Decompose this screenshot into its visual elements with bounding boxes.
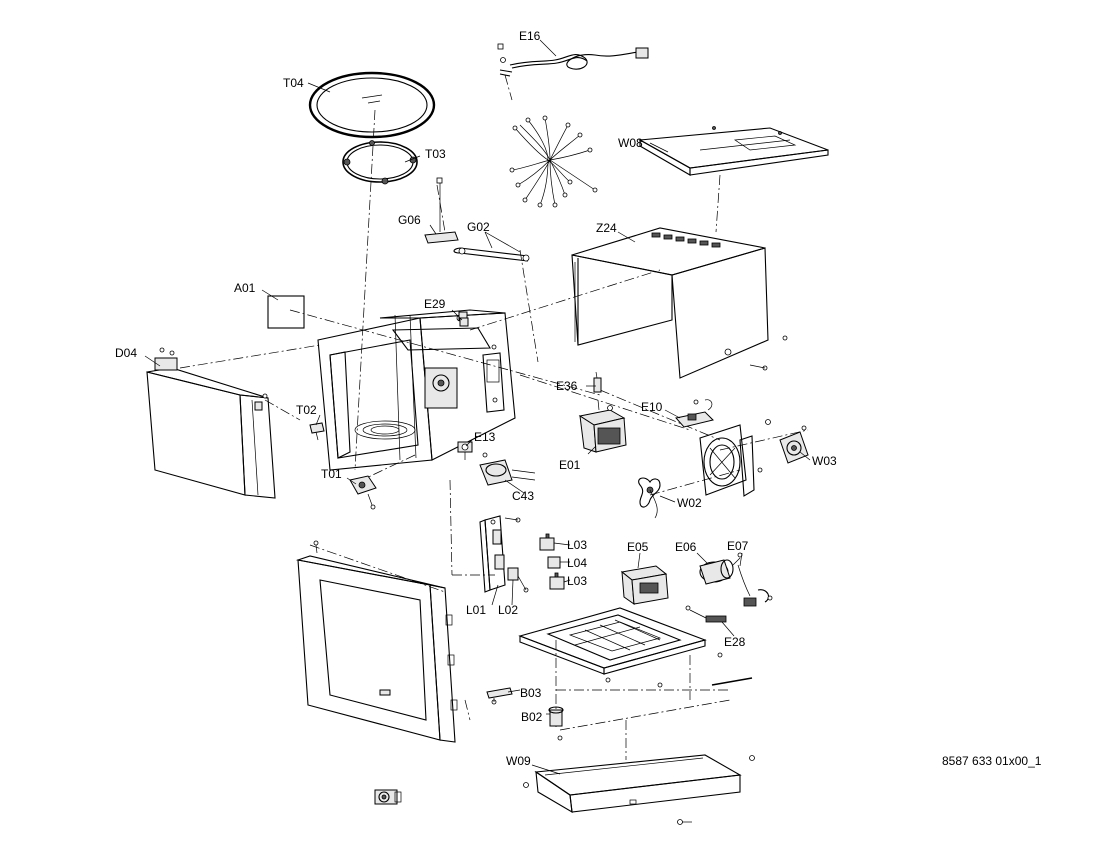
- outer-casing-z24: [571, 227, 788, 379]
- transformer-e01: [578, 405, 627, 453]
- label-e29: E29: [424, 297, 446, 311]
- latch-bracket-l01: [479, 515, 521, 593]
- label-w03: W03: [812, 454, 837, 468]
- label-e13: E13: [474, 430, 496, 444]
- grill-heater-g02: [453, 247, 530, 262]
- label-e10: E10: [641, 400, 663, 414]
- turntable-motor-t01: [349, 475, 377, 510]
- power-cord-e16: [497, 43, 649, 77]
- label-e06: E06: [675, 540, 697, 554]
- label-g06: G06: [398, 213, 421, 227]
- part-labels: E16 T04 T03 W08 G06 G02 Z24 A01 E29 D04 …: [115, 29, 1042, 768]
- label-e36: E36: [556, 379, 578, 393]
- label-w02: W02: [677, 496, 702, 510]
- label-l03-lower: L03: [567, 574, 587, 588]
- label-a01: A01: [234, 281, 256, 295]
- capacitor-e05: [620, 565, 669, 606]
- label-g02: G02: [467, 220, 490, 234]
- wire-harness: [509, 115, 598, 208]
- document-code: 8587 633 01x00_1: [942, 754, 1042, 768]
- label-t02: T02: [296, 403, 317, 417]
- cavity-frame: [317, 309, 516, 471]
- bottom-tray-w09: [523, 754, 755, 825]
- leader-lines: [144, 39, 811, 775]
- door-d04: [146, 347, 276, 499]
- label-e16: E16: [519, 29, 541, 43]
- label-l04: L04: [567, 556, 587, 570]
- label-w09: W09: [506, 754, 531, 768]
- label-e28: E28: [724, 635, 746, 649]
- label-c43: C43: [512, 489, 534, 503]
- label-l02: L02: [498, 603, 518, 617]
- label-t01: T01: [321, 467, 342, 481]
- magnetron-e06: [699, 552, 743, 585]
- diode-e07: [737, 564, 773, 607]
- label-t03: T03: [425, 147, 446, 161]
- high-voltage-diode-e28: [685, 605, 727, 623]
- fan-motor-w03: [779, 425, 809, 464]
- label-w08: W08: [618, 136, 643, 150]
- hinge-part: [374, 789, 402, 805]
- grill-bracket-g06: [424, 177, 459, 244]
- microswitch-l03-upper: [539, 533, 555, 551]
- label-l03-upper: L03: [567, 538, 587, 552]
- microswitch-l03-lower: [549, 572, 565, 590]
- fan-housing-w03: [699, 419, 771, 497]
- label-z24: Z24: [596, 221, 617, 235]
- switch-e10: [675, 399, 714, 428]
- fan-blade-w02: [638, 477, 661, 519]
- microswitch-l04: [547, 556, 561, 569]
- foot-b02: [548, 706, 564, 741]
- thermostat-e13: [457, 441, 473, 460]
- label-a01: [267, 295, 305, 329]
- thermal-fuse-e29: [459, 317, 469, 327]
- label-e05: E05: [627, 540, 649, 554]
- label-l01: L01: [466, 603, 486, 617]
- label-d04: D04: [115, 346, 137, 360]
- glass-tray-t04: [308, 71, 436, 139]
- latch-switch-l02: [507, 567, 529, 593]
- coupler-t02: [309, 422, 325, 441]
- roller-ring-t03: [342, 140, 418, 185]
- top-cover-w08: [638, 126, 829, 176]
- foot-bracket-b03: [486, 687, 513, 705]
- label-e01: E01: [559, 458, 581, 472]
- assembly-lines: [179, 74, 809, 760]
- label-b03: B03: [520, 686, 542, 700]
- label-b02: B02: [521, 710, 543, 724]
- fuse-e36: [593, 371, 602, 393]
- front-frame: [295, 540, 458, 743]
- label-e07: E07: [727, 539, 749, 553]
- label-t04: T04: [283, 76, 304, 90]
- base-plate: [518, 607, 753, 688]
- lamp-c43: [479, 452, 536, 486]
